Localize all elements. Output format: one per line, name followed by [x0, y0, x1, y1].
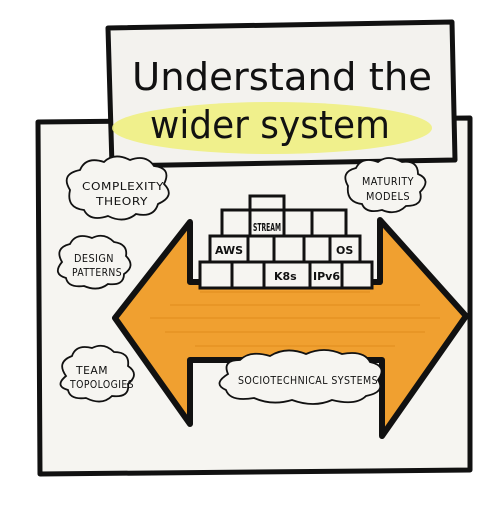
cloud-design-line-1: DESIGN — [74, 252, 114, 265]
brick — [230, 260, 266, 290]
cloud-sociotechnical-line-1: SOCIOTECHNICAL SYSTEMS — [238, 374, 378, 387]
brick — [262, 260, 312, 290]
cloud-complexity-line-1: COMPLEXITY — [82, 180, 164, 193]
brick-label-k8s: K8s — [274, 270, 297, 283]
cloud-complexity-line-2: THEORY — [95, 195, 148, 208]
cloud-maturity-models: MATURITY MODELS — [344, 157, 427, 214]
brick-label-stream: STREAM — [253, 221, 281, 234]
brick-stack — [198, 194, 374, 290]
brick — [246, 234, 276, 264]
brick-label-ipv6: IPv6 — [313, 270, 340, 283]
brick-label-aws: AWS — [215, 244, 243, 257]
brick — [282, 208, 314, 238]
cloud-sociotechnical-systems: SOCIOTECHNICAL SYSTEMS — [218, 349, 383, 405]
brick — [220, 208, 252, 238]
double-arrow — [112, 217, 469, 439]
title-line-2: wider system — [150, 103, 390, 147]
cloud-design-line-2: PATTERNS — [72, 266, 122, 279]
cloud-design-patterns: DESIGN PATTERNS — [56, 234, 132, 290]
title-line-1: Understand the — [132, 55, 432, 99]
cloud-maturity-line-1: MATURITY — [362, 175, 414, 188]
cloud-team-topologies: TEAM TOPOLOGIES — [59, 344, 135, 403]
brick — [198, 260, 234, 290]
title-highlight — [112, 102, 432, 154]
cloud-complexity-theory: COMPLEXITY THEORY — [65, 155, 170, 221]
cloud-team-line-1: TEAM — [75, 364, 108, 377]
cloud-maturity-line-2: MODELS — [366, 190, 410, 203]
brick — [340, 260, 374, 290]
brick — [272, 234, 306, 264]
arrow-hatching — [150, 291, 440, 347]
brick — [248, 194, 286, 212]
brick — [302, 234, 332, 264]
brick — [310, 208, 348, 238]
cloud-team-line-2: TOPOLOGIES — [69, 378, 134, 391]
brick-label-os: OS — [336, 244, 353, 257]
